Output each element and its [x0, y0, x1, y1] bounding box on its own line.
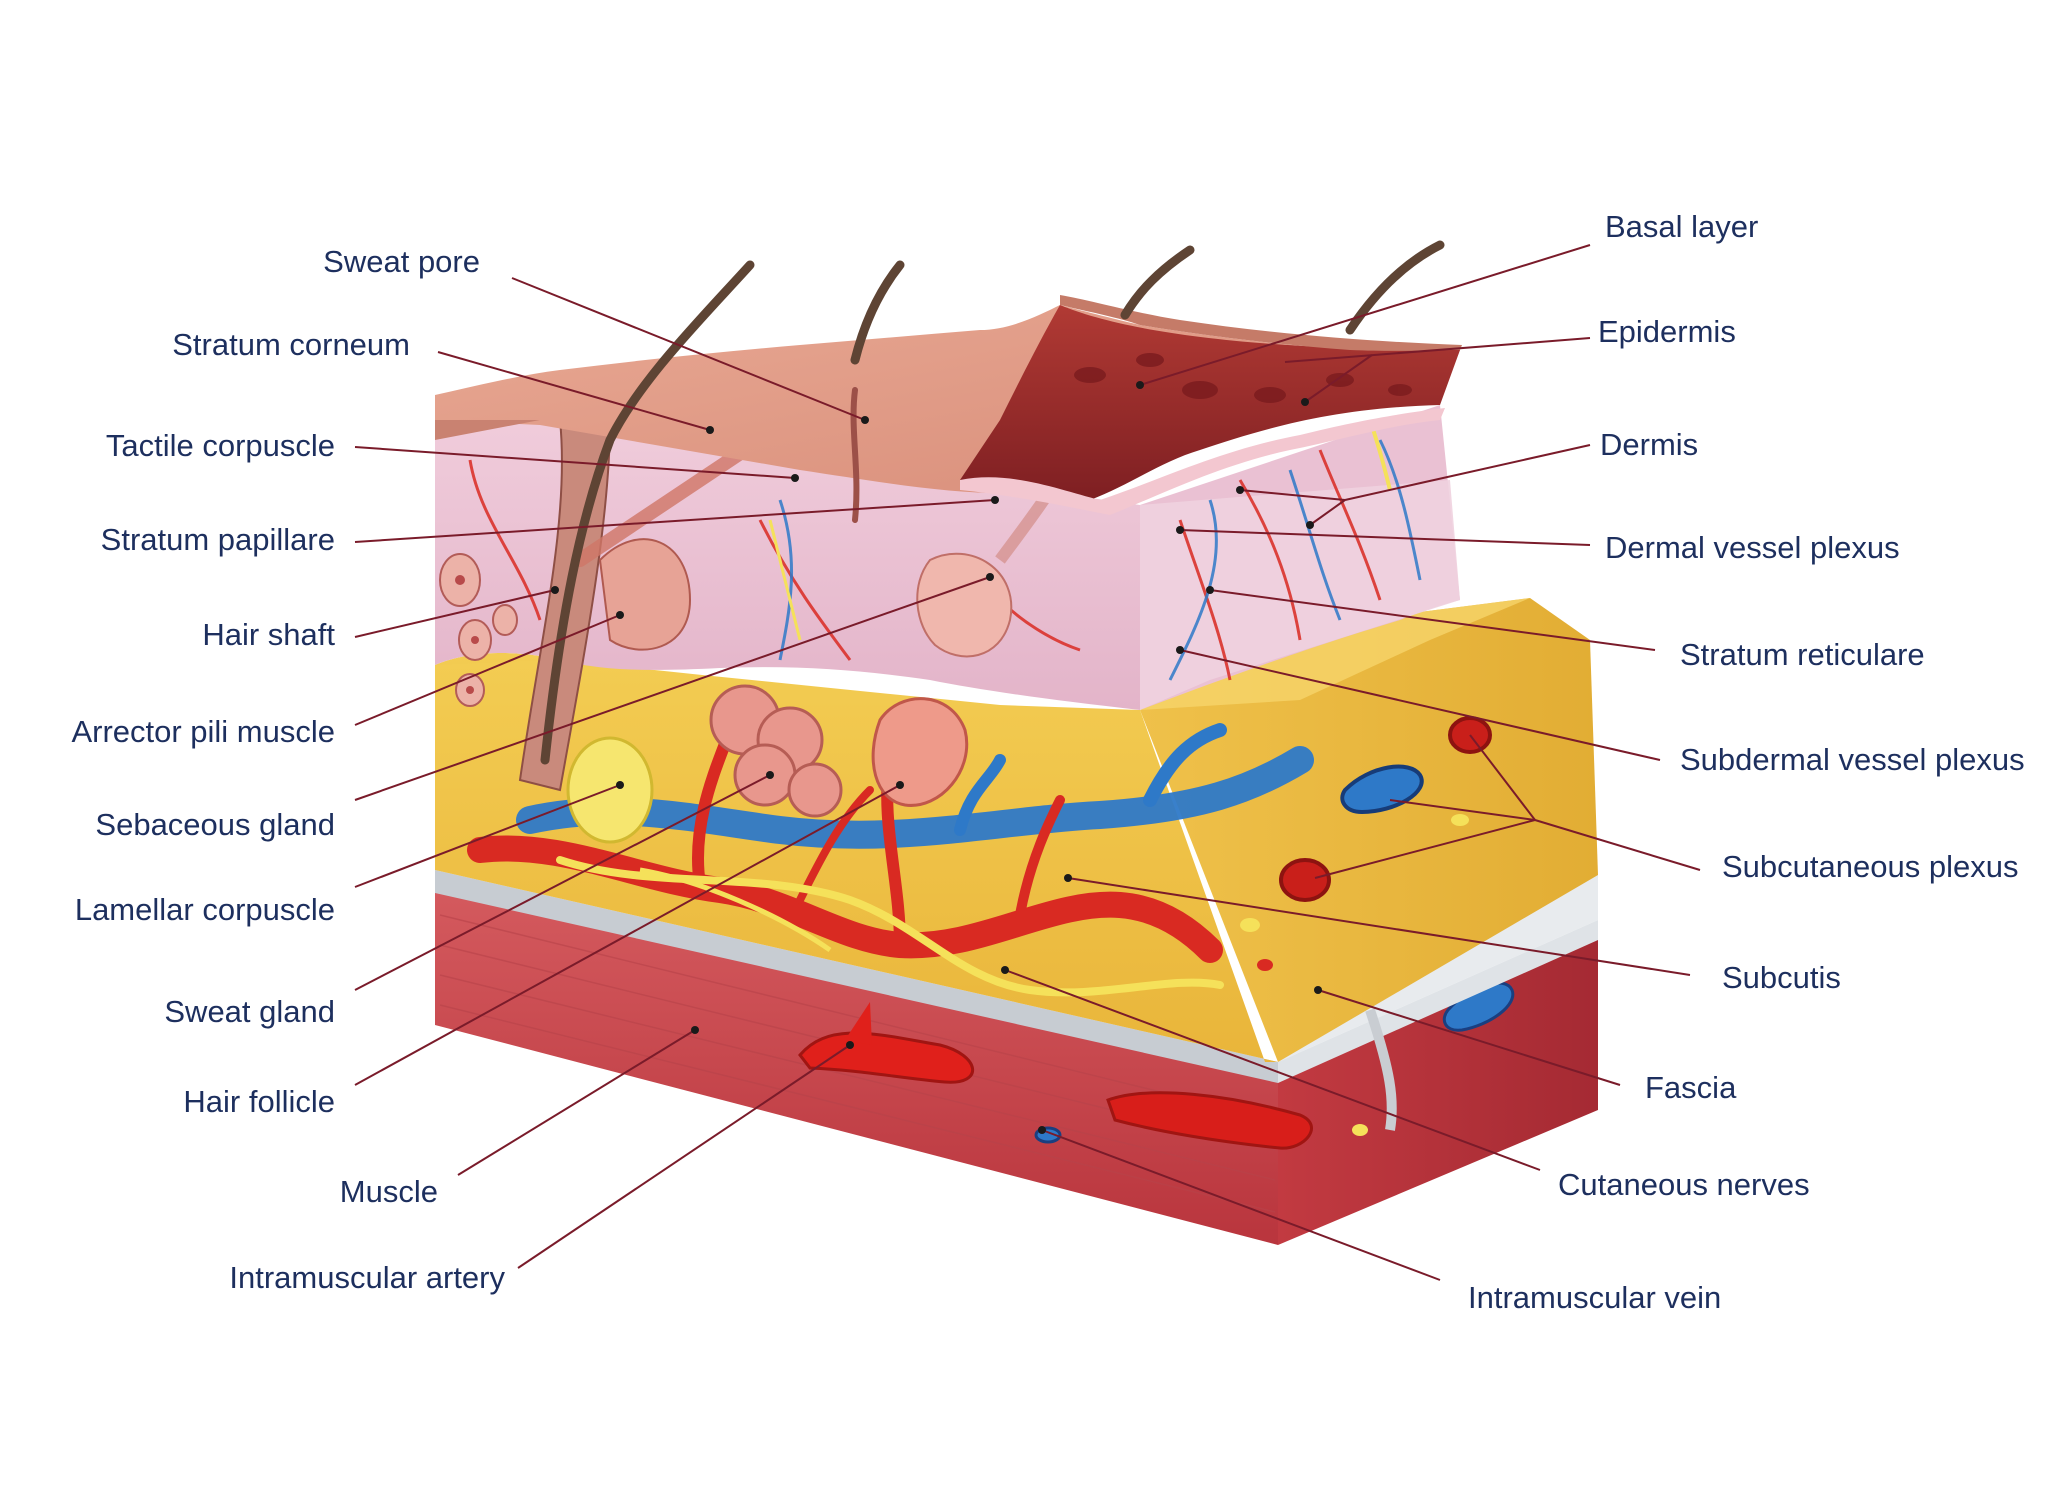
epidermis-layer: [435, 295, 1462, 523]
label-hair-shaft: Hair shaft: [202, 617, 335, 652]
label-sweat-pore: Sweat pore: [323, 244, 480, 279]
label-subdermal-vessel-plexus: Subdermal vessel plexus: [1680, 742, 2025, 777]
label-subcutaneous-plexus: Subcutaneous plexus: [1722, 849, 2018, 884]
label-cutaneous-nerves: Cutaneous nerves: [1558, 1167, 1810, 1202]
label-tactile-corpuscle: Tactile corpuscle: [106, 428, 335, 463]
label-lamellar-corpuscle: Lamellar corpuscle: [75, 892, 335, 927]
label-sweat-gland: Sweat gland: [164, 994, 335, 1029]
label-dermal-vessel-plexus: Dermal vessel plexus: [1605, 530, 1900, 565]
label-stratum-reticulare: Stratum reticulare: [1680, 637, 1925, 672]
hair-follicle-bulb: [871, 697, 969, 807]
leader-lines: [354, 244, 1701, 1281]
hair-shafts: [540, 240, 1445, 765]
label-stratum-papillare: Stratum papillare: [101, 522, 335, 557]
label-intramuscular-vein: Intramuscular vein: [1468, 1280, 1721, 1315]
lamellar-corpuscle-shape: [566, 736, 654, 844]
label-hair-follicle: Hair follicle: [183, 1084, 335, 1119]
muscle-layer: [435, 890, 1598, 1245]
label-arrector-pili-muscle: Arrector pili muscle: [71, 714, 335, 749]
sebaceous-gland-shape: [598, 538, 692, 651]
left-labels: Sweat pore Stratum corneum Tactile corpu…: [71, 244, 505, 1295]
label-stratum-corneum: Stratum corneum: [172, 327, 410, 362]
label-sebaceous-gland: Sebaceous gland: [95, 807, 335, 842]
label-muscle: Muscle: [340, 1174, 438, 1209]
subcutis-layer: [435, 598, 1598, 1062]
label-basal-layer: Basal layer: [1605, 209, 1758, 244]
right-labels: Basal layer Epidermis Dermis Dermal vess…: [1468, 209, 2025, 1315]
label-fascia: Fascia: [1645, 1070, 1737, 1105]
label-subcutis: Subcutis: [1722, 960, 1841, 995]
label-dermis: Dermis: [1600, 427, 1698, 462]
sweat-gland-shape: [709, 684, 843, 818]
label-epidermis: Epidermis: [1598, 314, 1736, 349]
label-intramuscular-artery: Intramuscular artery: [229, 1260, 505, 1295]
